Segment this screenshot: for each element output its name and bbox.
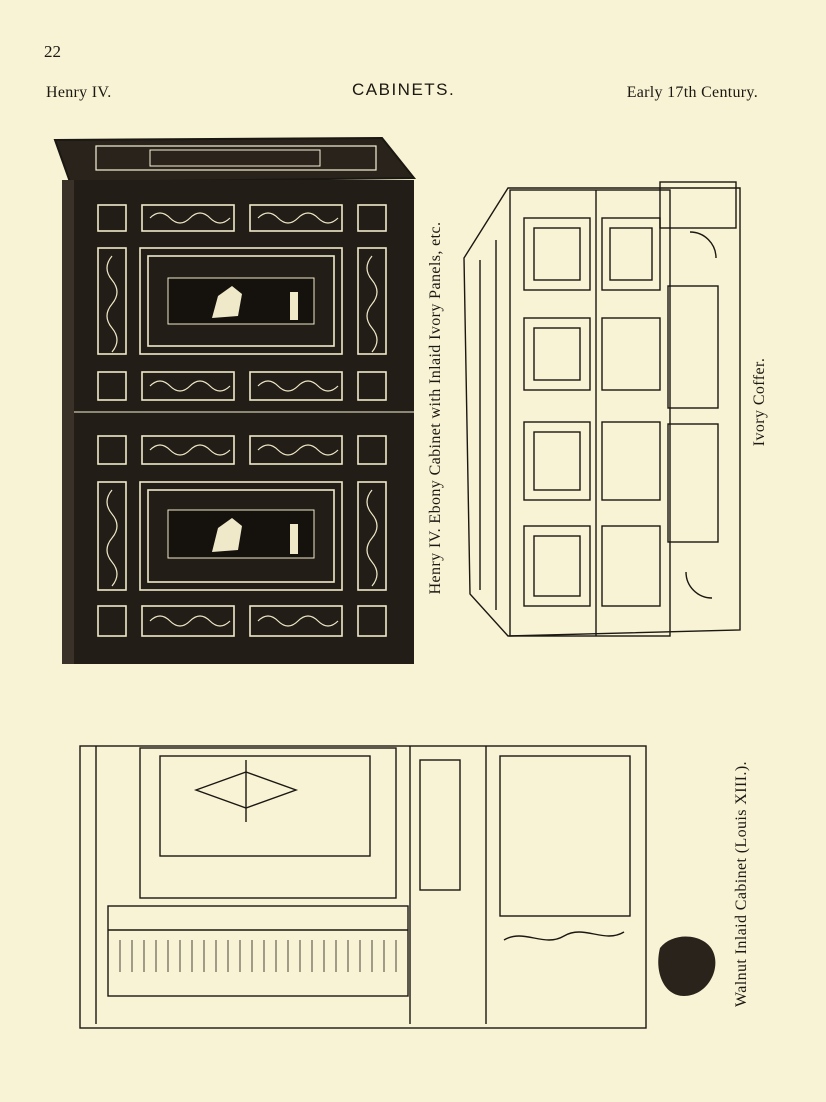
header-title: CABINETS. bbox=[352, 80, 456, 99]
header-period-left: Henry IV. bbox=[46, 84, 112, 101]
caption-walnut-cabinet: Walnut Inlaid Cabinet (Louis XIII.). bbox=[733, 761, 750, 1007]
page-number: 22 bbox=[44, 42, 61, 61]
caption-ebony-cabinet: Henry IV. Ebony Cabinet with Inlaid Ivor… bbox=[427, 221, 444, 595]
caption-ivory-coffer: Ivory Coffer. bbox=[751, 357, 768, 447]
header-period-right: Early 17th Century. bbox=[626, 84, 758, 101]
